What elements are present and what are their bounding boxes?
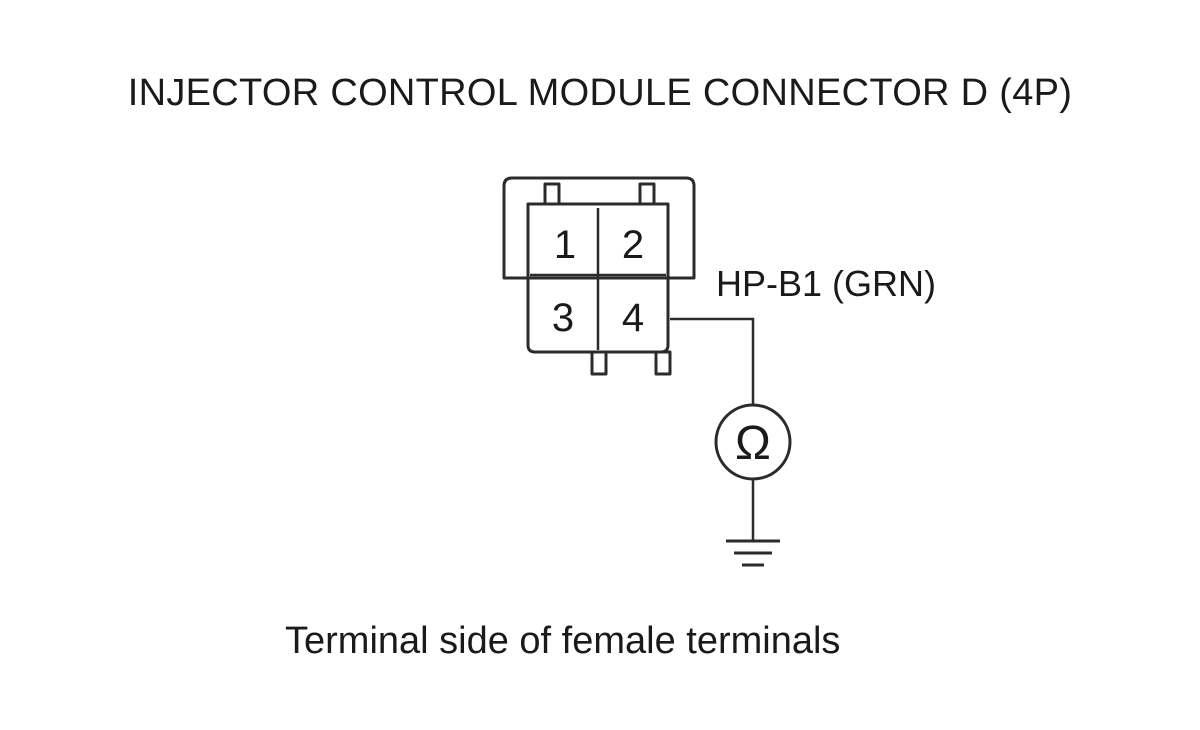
terminal-2-label: 2 (622, 223, 644, 267)
diagram-title: INJECTOR CONTROL MODULE CONNECTOR D (4P) (127, 72, 1073, 114)
connector-housing (502, 176, 696, 376)
diagram-caption: Terminal side of female terminals (285, 620, 841, 662)
probe-wire (670, 317, 755, 405)
terminal-1-label: 1 (554, 223, 576, 267)
ohm-icon: Ω (735, 417, 771, 470)
terminal-4-label: 4 (622, 296, 644, 340)
terminal-3-label: 3 (552, 296, 574, 340)
ground-icon (726, 539, 780, 567)
wire-label: HP-B1 (GRN) (716, 263, 936, 304)
